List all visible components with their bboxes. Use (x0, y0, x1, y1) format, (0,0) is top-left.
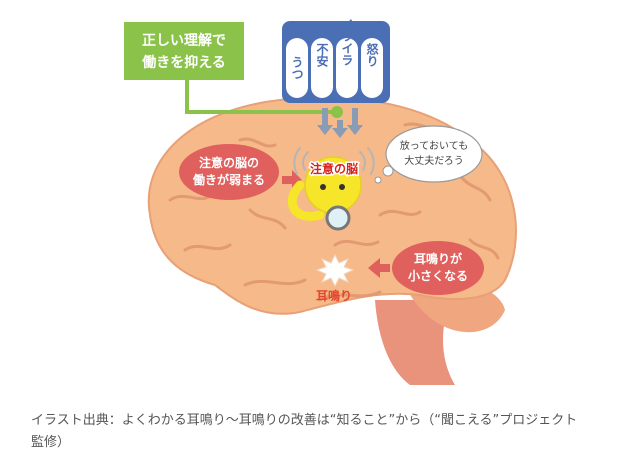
emotion-utsu: うつ (290, 56, 304, 80)
left-bubble-line2: 働きが弱まる (192, 172, 265, 187)
emotion-iraira: イライラ (340, 18, 354, 66)
right-bubble-line1: 耳鳴りが (414, 251, 462, 266)
connector-dot (331, 106, 343, 118)
thought-line1: 放っておいても (400, 139, 468, 152)
vibration-marks (293, 147, 375, 175)
left-bubble-line1: 注意の脳の (199, 155, 259, 170)
green-box (124, 22, 244, 80)
left-bubble (179, 144, 279, 200)
character-label: 注意の脳 (310, 161, 358, 176)
thought-dot-medium (382, 165, 394, 177)
right-bubble-line2: 小さくなる (408, 268, 468, 283)
character-eye-left (320, 184, 326, 190)
tinnitus-diagram: うつ 不安 イライラ 怒り 正しい理解で 働きを抑える 注意の脳の 働きが弱まる… (124, 18, 517, 385)
thought-dot-small (374, 176, 382, 184)
green-box-line1: 正しい理解で (142, 32, 226, 49)
tinnitus-burst (315, 253, 355, 288)
emotion-ikari: 怒り (365, 42, 379, 67)
caption-line2: 監修） (31, 435, 71, 450)
caption-line1: イラスト出典：よくわかる耳鳴り～耳鳴りの改善は“知ること”から（“聞こえる”プロ… (31, 413, 578, 428)
character-eye-right (339, 184, 345, 190)
emotion-fuan: 不安 (315, 43, 329, 68)
magnifier-lens (325, 205, 351, 231)
green-box-line2: 働きを抑える (141, 54, 226, 71)
thought-line2: 大丈夫だろう (404, 154, 463, 167)
emotion-pills (286, 38, 383, 98)
right-arrow (368, 258, 390, 278)
image-caption: イラスト出典：よくわかる耳鳴り～耳鳴りの改善は“知ること”から（“聞こえる”プロ… (31, 410, 621, 454)
connector-line (185, 76, 335, 114)
right-bubble (392, 241, 484, 295)
character-arm (287, 180, 325, 221)
thought-bubble (385, 125, 483, 183)
tinnitus-label: 耳鳴り (316, 288, 352, 303)
down-arrows (317, 108, 363, 138)
